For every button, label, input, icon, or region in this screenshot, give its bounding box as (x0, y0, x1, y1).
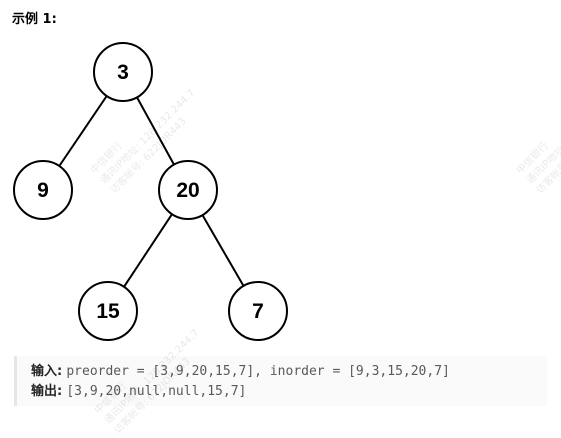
tree-node-circle (13, 160, 73, 220)
tree-node-label: 9 (37, 179, 49, 202)
binary-tree-diagram: 3 9 20 15 7 (13, 42, 288, 341)
output-line: 输出: [3,9,20,null,null,15,7] (31, 380, 246, 399)
tree-node-label: 20 (176, 179, 199, 202)
input-line: 输入: preorder = [3,9,20,15,7], inorder = … (31, 360, 450, 379)
tree-node-n7: 7 (228, 281, 288, 341)
tree-node-circle (93, 42, 153, 102)
tree-nodes: 3 9 20 15 7 (13, 42, 288, 341)
tree-edges (58, 95, 245, 288)
io-block: 输入: preorder = [3,9,20,15,7], inorder = … (14, 356, 547, 406)
tree-node-circle (158, 160, 218, 220)
tree-node-label: 7 (252, 300, 264, 323)
tree-node-label: 3 (117, 61, 129, 84)
tree-node-n9: 9 (13, 160, 73, 220)
output-value: [3,9,20,null,null,15,7] (66, 384, 247, 399)
tree-node-n3: 3 (93, 42, 153, 102)
input-value: preorder = [3,9,20,15,7], inorder = [9,3… (66, 364, 450, 379)
tree-edge-n3-n9 (58, 95, 108, 167)
input-label: 输入: (31, 364, 63, 379)
tree-edge-n20-n15 (123, 213, 173, 288)
tree-node-n20: 20 (158, 160, 218, 220)
output-label: 输出: (31, 384, 63, 399)
tree-edge-n3-n20 (136, 96, 175, 166)
tree-node-label: 15 (96, 300, 120, 323)
tree-edge-n20-n7 (201, 214, 245, 287)
tree-node-n15: 15 (78, 281, 138, 341)
example-title: 示例 1: (12, 12, 57, 27)
tree-node-circle (78, 281, 138, 341)
tree-node-circle (228, 281, 288, 341)
